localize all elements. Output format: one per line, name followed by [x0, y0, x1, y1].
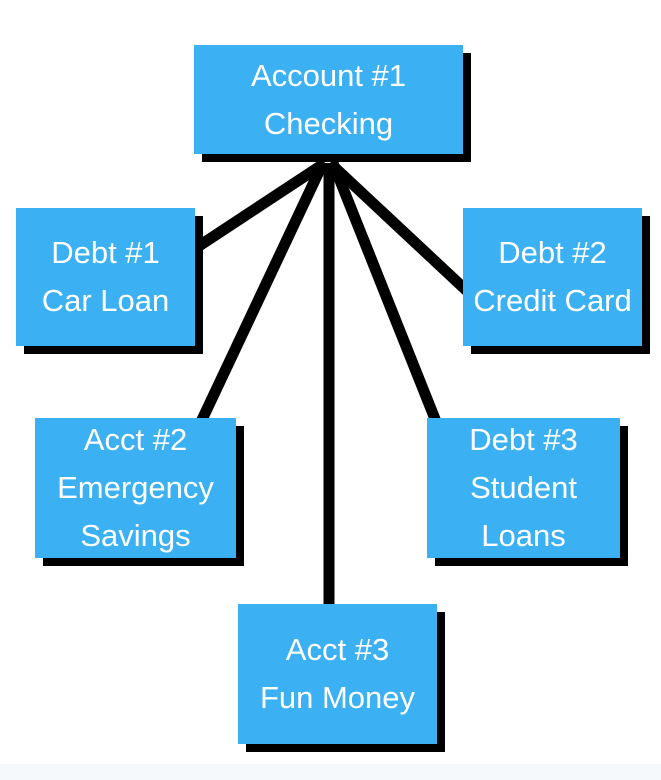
node-label-line: Acct #2: [83, 422, 188, 457]
node-label-line: Debt #3: [469, 422, 578, 457]
node-account1-checking: Account #1 Checking: [194, 45, 463, 154]
edge-account1-debt1: [195, 158, 329, 251]
node-label-line: Credit Card: [473, 283, 632, 318]
node-label-line: Fun Money: [259, 680, 416, 715]
edge-account1-debt3: [327, 160, 443, 427]
node-label-line: Emergency: [57, 470, 214, 505]
node-label-line: Student: [470, 470, 577, 505]
node-debt2-credit-card: Debt #2 Credit Card: [463, 208, 642, 346]
node-label-line: Car Loan: [41, 283, 170, 318]
edge-account1-debt2: [326, 158, 472, 297]
node-acct2-emergency-savings: Acct #2 Emergency Savings: [35, 418, 236, 558]
node-label-line: Debt #2: [498, 235, 607, 270]
node-label-line: Savings: [80, 518, 191, 553]
node-label-line: Account #1: [250, 57, 407, 93]
node-label-line: Checking: [263, 105, 394, 141]
node-label-line: Loans: [481, 518, 566, 553]
node-acct3-fun-money: Acct #3 Fun Money: [238, 604, 437, 744]
node-label-line: Debt #1: [51, 235, 160, 270]
node-label-line: Acct #3: [285, 632, 390, 667]
node-debt3-student-loans: Debt #3 Student Loans: [427, 418, 620, 558]
edge-account1-acct2: [195, 160, 328, 427]
node-debt1-car-loan: Debt #1 Car Loan: [16, 208, 195, 346]
bottom-strip: [0, 764, 661, 780]
